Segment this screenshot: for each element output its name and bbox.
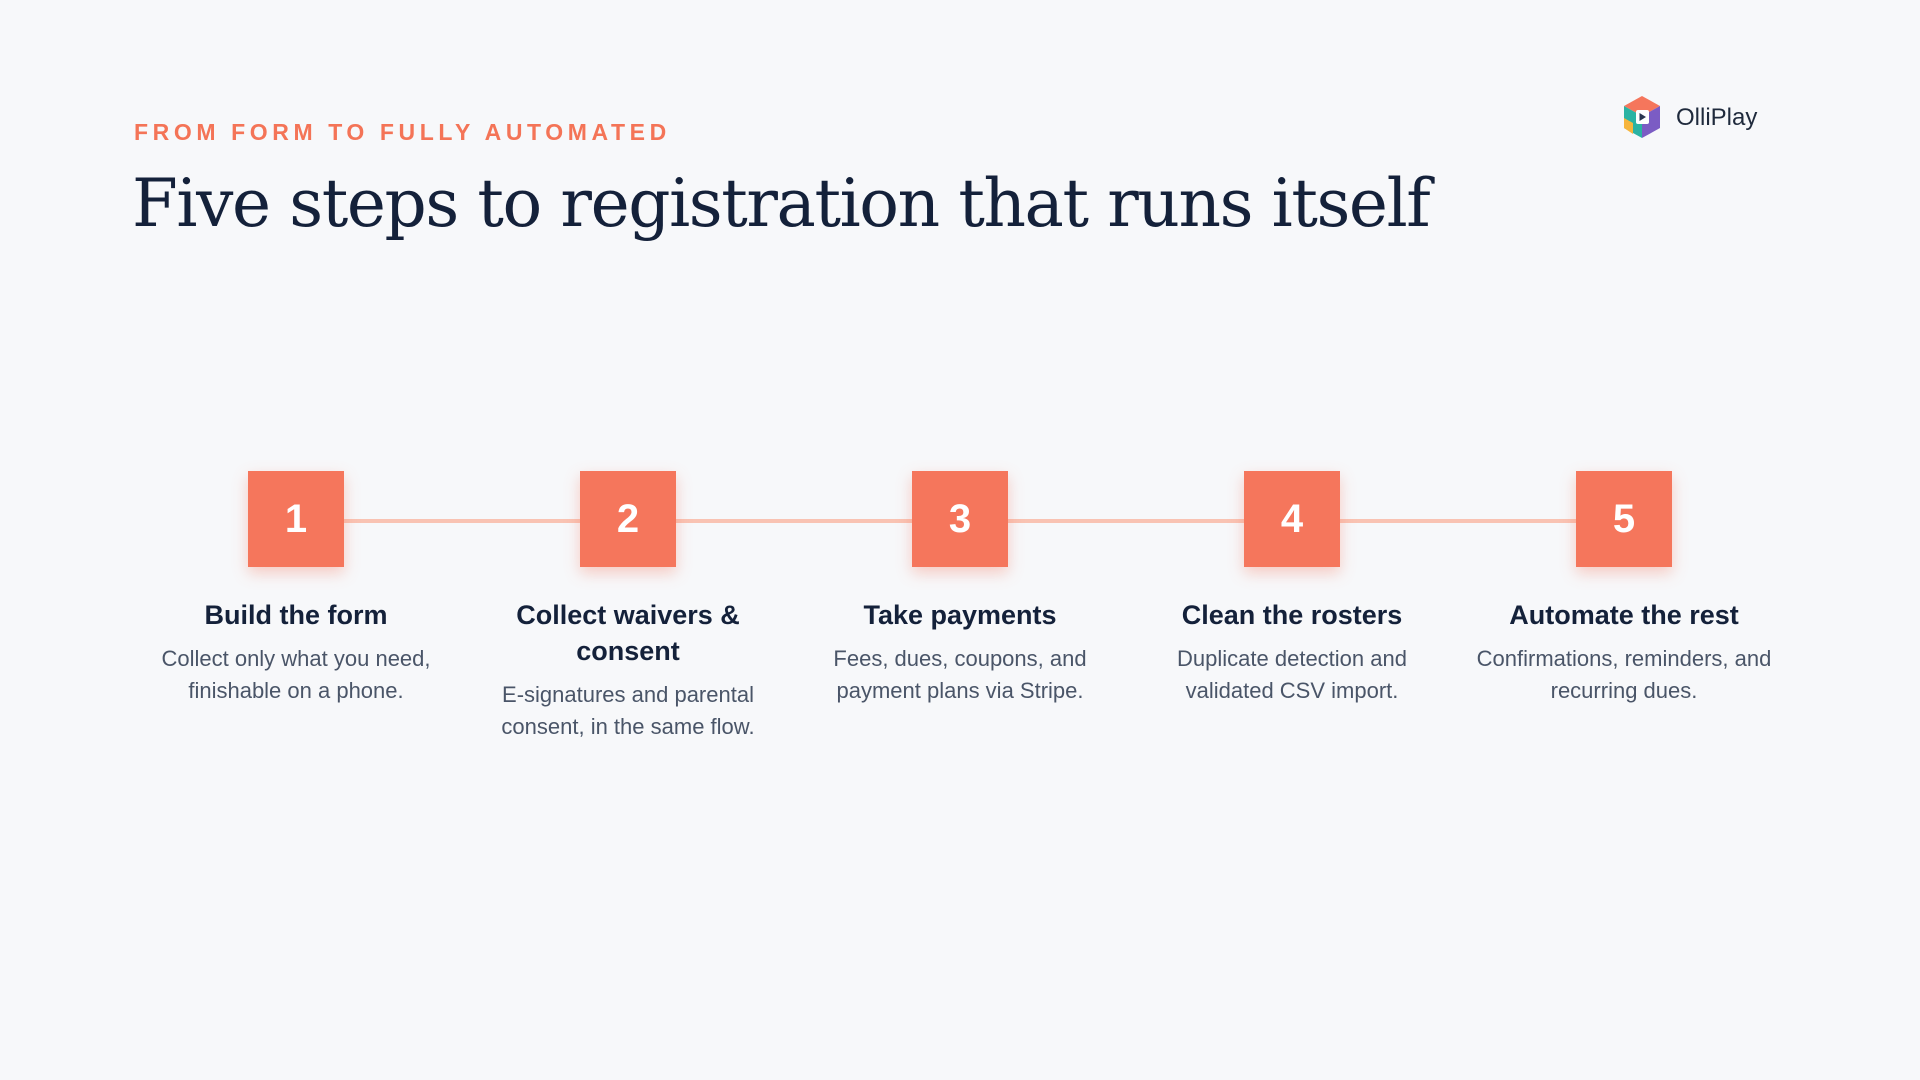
step-number-badge: 1: [248, 471, 344, 567]
step-5: 5 Automate the rest Confirmations, remin…: [1474, 471, 1774, 707]
page-title: Five steps to registration that runs its…: [132, 165, 1431, 242]
step-description: Fees, dues, coupons, and payment plans v…: [833, 646, 1087, 703]
step-description: Confirmations, reminders, and recurring …: [1476, 646, 1772, 703]
step-title: Collect waivers & consent: [516, 600, 740, 666]
brand-name: OlliPlay: [1676, 104, 1758, 131]
step-title: Take payments: [863, 600, 1057, 630]
step-description: Duplicate detection and validated CSV im…: [1177, 646, 1407, 703]
step-title: Clean the rosters: [1181, 600, 1403, 630]
step-number-badge: 2: [580, 471, 676, 567]
step-3: 3 Take payments Fees, dues, coupons, and…: [810, 471, 1110, 707]
step-number-badge: 5: [1576, 471, 1672, 567]
step-title: Automate the rest: [1509, 600, 1739, 630]
brand-logo[interactable]: OlliPlay: [1620, 94, 1757, 142]
step-number-badge: 4: [1244, 471, 1340, 567]
olliplay-logo-icon: [1620, 94, 1664, 142]
step-2: 2 Collect waivers & consent E-signatures…: [478, 471, 778, 743]
step-title: Build the form: [204, 600, 388, 630]
step-description: Collect only what you need, finishable o…: [161, 646, 431, 703]
step-description: E-signatures and parental consent, in th…: [501, 682, 755, 739]
step-1: 1 Build the form Collect only what you n…: [146, 471, 446, 707]
step-number-badge: 3: [912, 471, 1008, 567]
step-4: 4 Clean the rosters Duplicate detection …: [1142, 471, 1442, 707]
eyebrow-heading: FROM FORM TO FULLY AUTOMATED: [134, 119, 671, 145]
